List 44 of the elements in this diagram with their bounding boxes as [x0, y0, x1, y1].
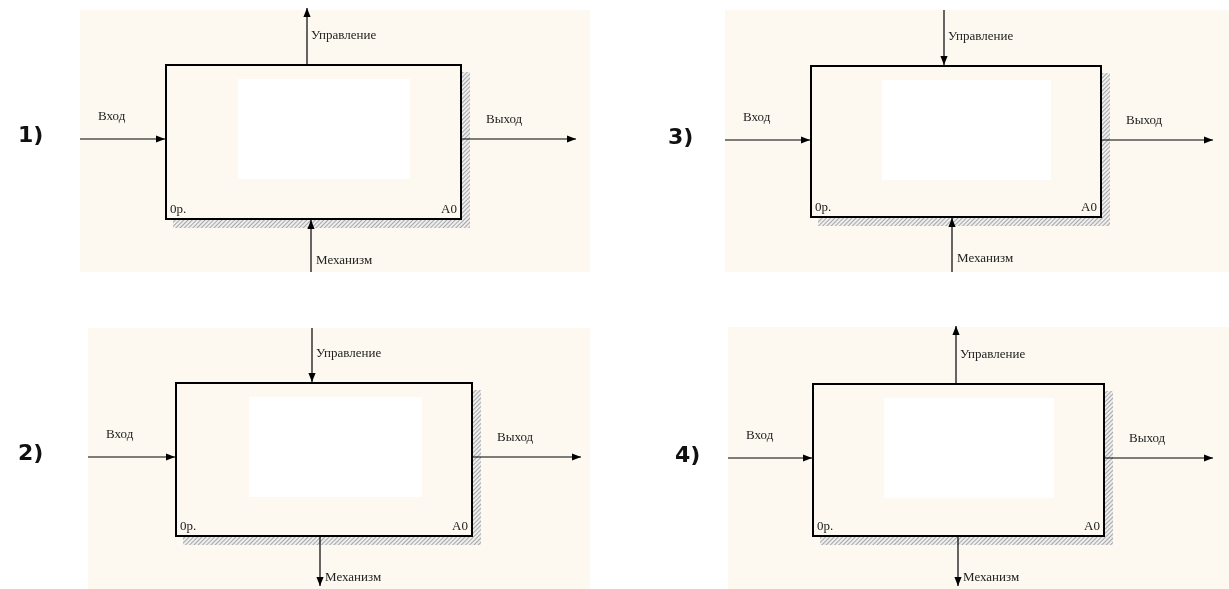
arrow: [1104, 454, 1214, 462]
edge-label: Выход: [1129, 430, 1166, 446]
edge-label: Управление: [948, 28, 1014, 44]
box-label: 0р.: [170, 201, 187, 217]
edge-label: Выход: [1126, 112, 1163, 128]
edge-label: Управление: [316, 345, 382, 361]
box-label: A0: [452, 518, 468, 534]
panel-number: 2): [18, 440, 44, 465]
edge-label: Вход: [746, 427, 774, 443]
edge-label: Выход: [486, 111, 523, 127]
arrow: [308, 327, 316, 383]
edge-label: Механизм: [316, 252, 373, 268]
box-label: 0р.: [817, 518, 834, 534]
arrow: [307, 219, 315, 273]
arrow: [952, 325, 960, 384]
box-label: A0: [1081, 199, 1097, 215]
arrow: [1101, 136, 1214, 144]
edge-label: Вход: [743, 109, 771, 125]
edge-label: Вход: [106, 426, 134, 442]
arrow: [87, 453, 176, 461]
panel-number: 1): [18, 122, 44, 147]
edge-label: Управление: [960, 346, 1026, 362]
panel-number: 4): [675, 442, 701, 467]
arrow: [727, 454, 813, 462]
arrow: [303, 7, 311, 65]
box-label: 0р.: [815, 199, 832, 215]
edge-label: Управление: [311, 27, 377, 43]
edge-label: Вход: [98, 108, 126, 124]
edge-label: Механизм: [957, 250, 1014, 266]
arrow: [472, 453, 582, 461]
edge-label: Выход: [497, 429, 534, 445]
box-label: A0: [1084, 518, 1100, 534]
arrow: [724, 136, 811, 144]
edge-label: Механизм: [963, 569, 1020, 585]
panel-number: 3): [668, 124, 694, 149]
arrow: [79, 135, 166, 143]
box-label: 0р.: [180, 518, 197, 534]
arrow: [948, 217, 956, 273]
arrow: [954, 536, 962, 587]
box-label: A0: [441, 201, 457, 217]
arrow: [461, 135, 577, 143]
edge-label: Механизм: [325, 569, 382, 585]
arrow: [316, 536, 324, 587]
arrow: [940, 9, 948, 66]
